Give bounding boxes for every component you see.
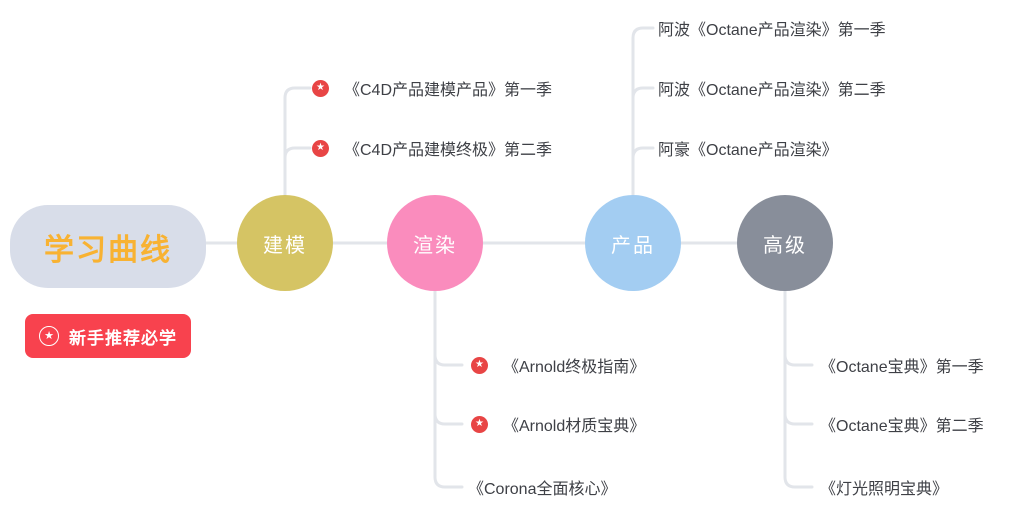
course-item[interactable]: ★ 《Arnold终极指南》 <box>471 353 645 377</box>
connector-rendering-1 <box>433 288 464 367</box>
course-item[interactable]: ★ 《Arnold材质宝典》 <box>471 412 645 436</box>
course-item-label: 《灯光照明宝典》 <box>820 481 949 498</box>
star-badge-icon: ★ <box>312 79 329 97</box>
root-node[interactable]: 学习曲线 <box>10 205 206 288</box>
course-item-label: 《Octane宝典》第二季 <box>820 418 984 435</box>
connector-product-2 <box>631 86 655 199</box>
course-item-label: 《C4D产品建模终极》第二季 <box>344 142 553 159</box>
star-in-circle-icon: ★ <box>39 326 59 346</box>
connector-advanced-3 <box>783 288 814 489</box>
course-item-label: 《Arnold终极指南》 <box>503 359 646 376</box>
connector-rendering-3 <box>433 288 464 489</box>
root-node-label: 学习曲线 <box>44 233 172 267</box>
course-item[interactable]: 《Corona全面核心》 <box>468 475 616 499</box>
course-item[interactable]: 阿波《Octane产品渲染》第一季 <box>658 16 886 40</box>
connector-advanced-2 <box>783 288 814 426</box>
course-item-label: 阿波《Octane产品渲染》第二季 <box>658 82 886 99</box>
star-badge-icon: ★ <box>471 356 488 374</box>
connector-product-1 <box>631 26 655 199</box>
legend-badge-label: 新手推荐必学 <box>69 328 177 348</box>
course-item-label: 《C4D产品建模产品》第一季 <box>344 82 553 99</box>
course-item-label: 《Octane宝典》第一季 <box>820 359 984 376</box>
star-badge-icon: ★ <box>312 139 329 157</box>
course-item-label: 《Corona全面核心》 <box>468 481 617 498</box>
connector-product-3 <box>631 146 655 199</box>
connector-modeling-1 <box>283 86 312 199</box>
course-item-label: 《Arnold材质宝典》 <box>503 418 646 435</box>
course-item[interactable]: 《灯光照明宝典》 <box>820 475 948 499</box>
course-item-label: 阿豪《Octane产品渲染》 <box>658 142 838 159</box>
node-product[interactable]: 产品 <box>585 195 681 291</box>
connector-rendering-2 <box>433 288 464 426</box>
course-item-label: 阿波《Octane产品渲染》第一季 <box>658 22 886 39</box>
course-item[interactable]: 《Octane宝典》第二季 <box>820 412 984 436</box>
legend-badge: ★ 新手推荐必学 <box>25 314 191 358</box>
course-item[interactable]: 阿豪《Octane产品渲染》 <box>658 136 838 160</box>
connector-modeling-2 <box>283 146 312 199</box>
node-rendering[interactable]: 渲染 <box>387 195 483 291</box>
node-advanced[interactable]: 高级 <box>737 195 833 291</box>
course-item[interactable]: 阿波《Octane产品渲染》第二季 <box>658 76 886 100</box>
course-item[interactable]: 《Octane宝典》第一季 <box>820 353 984 377</box>
star-badge-icon: ★ <box>471 415 488 433</box>
node-modeling[interactable]: 建模 <box>237 195 333 291</box>
course-item[interactable]: ★ 《C4D产品建模终极》第二季 <box>312 136 552 160</box>
connector-advanced-1 <box>783 288 814 367</box>
course-item[interactable]: ★ 《C4D产品建模产品》第一季 <box>312 76 552 100</box>
